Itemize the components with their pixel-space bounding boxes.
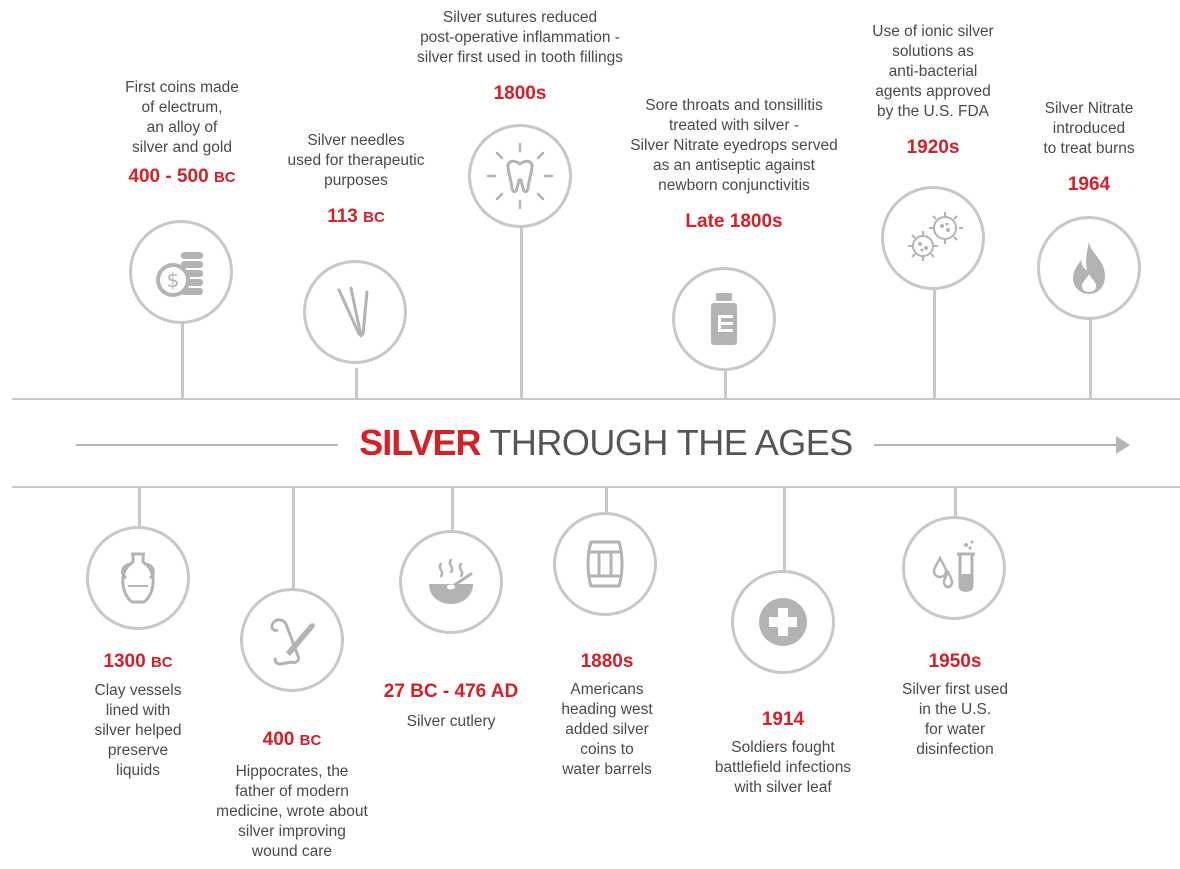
timeline-event: Silver Nitrate introduced to treat burns… (1004, 99, 1174, 197)
event-description: Sore throats and tonsillitis treated wit… (630, 97, 838, 194)
title-highlight: SILVER (359, 422, 481, 463)
scroll-quill-icon (240, 588, 344, 692)
timeline-event: 1300 BC Clay vessels lined with silver h… (63, 650, 213, 781)
connector-stem (451, 486, 454, 530)
event-date-era: BC (213, 169, 236, 186)
connector-stem (520, 188, 523, 398)
event-date: 400 BC (212, 728, 372, 753)
event-description: Silver Nitrate introduced to treat burns (1043, 100, 1135, 157)
bacteria-icon (881, 186, 985, 290)
event-date-main: 1920s (906, 137, 960, 158)
event-date: 1964 (1004, 173, 1174, 197)
timeline-event: Silver sutures reduced post-operative in… (380, 8, 660, 106)
event-date: 400 - 500 BC (82, 165, 282, 190)
event-date-main: 1914 (761, 709, 805, 730)
event-description: Silver sutures reduced post-operative in… (417, 9, 623, 66)
medical-cross-icon (731, 570, 835, 674)
title-left-line (76, 444, 338, 446)
timeline-event: Silver needles used for therapeutic purp… (256, 131, 456, 230)
event-date: 1914 (693, 708, 873, 732)
event-date-main: 1300 (103, 651, 146, 672)
event-date-era: BC (150, 654, 173, 671)
event-date-main: 27 BC - 476 AD (383, 681, 519, 702)
timeline-event: First coins made of electrum, an alloy o… (82, 78, 282, 190)
timeline-event: 1950s Silver first used in the U.S. for … (870, 650, 1040, 760)
event-date: 1300 BC (63, 650, 213, 675)
timeline-top-rule (12, 398, 1180, 400)
event-date: 1800s (380, 82, 660, 106)
event-date: 27 BC - 476 AD (371, 680, 531, 704)
event-date-main: 1800s (493, 83, 547, 104)
event-description: Clay vessels lined with silver helped pr… (94, 682, 182, 779)
timeline-event: 400 BC (212, 728, 372, 759)
timeline-event: Sore throats and tonsillitis treated wit… (609, 96, 859, 234)
event-date-main: 1880s (580, 651, 634, 672)
event-date-main: Late 1800s (685, 211, 783, 232)
infographic-title: SILVER THROUGH THE AGES (340, 422, 872, 464)
title-rest: THROUGH THE AGES (489, 422, 853, 463)
connector-stem (605, 486, 608, 512)
needles-icon (303, 260, 407, 364)
timeline-event: Use of ionic silver solutions as anti-ba… (843, 22, 1023, 160)
medicine-bottle-icon (672, 267, 776, 371)
bowl-spoon-icon (399, 530, 503, 634)
event-date-main: 1950s (928, 651, 982, 672)
flame-icon (1037, 216, 1141, 320)
barrel-icon (553, 512, 657, 616)
tooth-icon (468, 124, 572, 228)
event-date-era: BC (363, 209, 385, 226)
event-date: 1920s (843, 136, 1023, 160)
event-date-main: 113 (327, 206, 358, 227)
event-description: Soldiers fought battlefield infections w… (714, 739, 852, 796)
connector-stem (138, 486, 141, 526)
event-date-era: BC (299, 732, 322, 749)
connector-stem (1089, 318, 1092, 398)
title-row: SILVER THROUGH THE AGES (0, 420, 1180, 470)
event-date: 1880s (532, 650, 682, 674)
connector-stem (954, 486, 957, 516)
event-description: First coins made of electrum, an alloy o… (125, 79, 239, 156)
event-date-main: 1964 (1067, 174, 1111, 195)
event-description: Silver first used in the U.S. for water … (902, 681, 1008, 758)
timeline-event: 1880s Americans heading west added silve… (532, 650, 682, 780)
event-date: 113 BC (256, 205, 456, 230)
timeline-event: 27 BC - 476 AD Silver cutlery (371, 680, 531, 732)
event-date-main: 400 (262, 729, 295, 750)
event-description: Use of ionic silver solutions as anti-ba… (872, 23, 994, 120)
timeline-bottom-rule (12, 486, 1180, 488)
title-right-line (874, 444, 1118, 446)
event-date: 1950s (870, 650, 1040, 674)
connector-stem (292, 486, 295, 588)
connector-stem (355, 368, 358, 398)
event-description: Americans heading west added silver coin… (561, 681, 653, 778)
arrow-right-icon (1116, 436, 1130, 454)
connector-stem (783, 486, 786, 570)
event-description: Silver cutlery (406, 713, 496, 730)
connector-stem (933, 290, 936, 398)
event-date-main: 400 - 500 (128, 166, 209, 187)
vase-icon (86, 526, 190, 630)
event-description: Silver needles used for therapeutic purp… (287, 132, 425, 189)
timeline-event: 1914 Soldiers fought battlefield infecti… (693, 708, 873, 798)
event-date: Late 1800s (609, 210, 859, 234)
connector-stem (181, 290, 184, 398)
coins-icon: $ (129, 220, 233, 324)
connector-stem (724, 370, 727, 398)
svg-text:$: $ (167, 268, 180, 292)
test-tube-drops-icon (902, 516, 1006, 620)
timeline-event-text: Hippocrates, the father of modern medici… (192, 762, 392, 862)
event-description: Hippocrates, the father of modern medici… (216, 763, 368, 860)
